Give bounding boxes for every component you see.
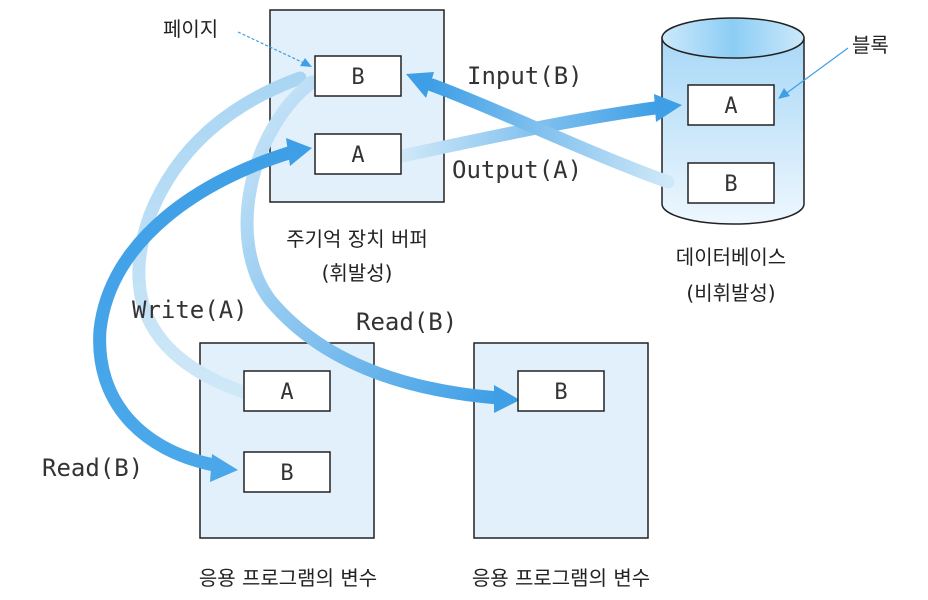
block-pointer-head <box>778 88 790 99</box>
buffer-title: 주기억 장치 버퍼 <box>286 227 428 251</box>
buffer-cell-b: B <box>314 55 402 97</box>
program-left-cell-b: B <box>243 451 331 493</box>
page-pointer-head <box>300 58 312 67</box>
svg-text:A: A <box>724 94 737 119</box>
database-block-b: B <box>687 162 775 204</box>
buffer-cell-a: A <box>314 133 402 175</box>
write-a-arrow <box>132 71 307 400</box>
read-b-right-arrowhead <box>494 385 520 413</box>
write-a-label: Write(A) <box>132 296 248 324</box>
output-a-arrowhead <box>654 94 682 122</box>
read-b-right-label: Read(B) <box>356 308 457 336</box>
svg-text:B: B <box>724 172 737 197</box>
output-a-label: Output(A) <box>452 156 582 184</box>
block-pointer <box>783 47 849 96</box>
read-b-right-arrow <box>240 75 505 405</box>
program-left-cell-a: A <box>243 370 331 412</box>
database-subtitle: (비휘발성) <box>686 281 775 305</box>
svg-text:B: B <box>351 65 364 90</box>
block-label: 블록 <box>852 33 889 57</box>
program-variables-left-label: 응용 프로그램의 변수 <box>199 566 377 590</box>
database-title: 데이터베이스 <box>676 245 786 269</box>
program-variables-right-label: 응용 프로그램의 변수 <box>472 566 650 590</box>
database-top <box>661 17 805 59</box>
svg-text:B: B <box>554 380 567 405</box>
read-b-left-arrowhead-top <box>286 138 312 166</box>
input-b-arrowhead <box>406 72 434 98</box>
read-b-left-label: Read(B) <box>42 454 143 482</box>
page-pointer <box>237 31 307 65</box>
svg-text:B: B <box>280 461 293 486</box>
input-b-arrow <box>425 78 675 189</box>
read-b-left-arrow <box>93 145 299 472</box>
svg-text:A: A <box>351 143 364 168</box>
svg-text:A: A <box>280 380 293 405</box>
database-block-a: A <box>687 84 775 126</box>
page-label: 페이지 <box>163 17 218 41</box>
program-right-cell-b: B <box>517 370 605 412</box>
input-b-label: Input(B) <box>467 62 583 90</box>
read-b-left-arrowhead <box>210 454 238 482</box>
buffer-subtitle: (휘발성) <box>322 261 393 285</box>
